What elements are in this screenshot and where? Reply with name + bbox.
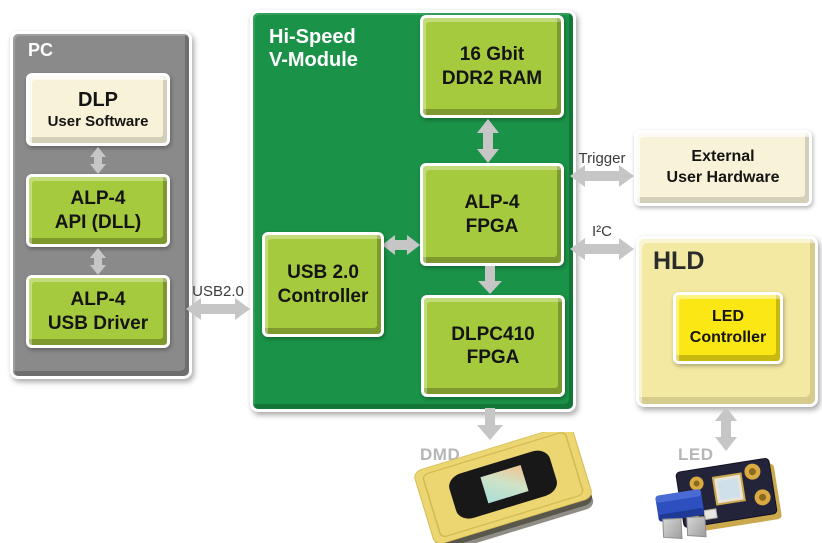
usb-controller-line1: USB 2.0: [287, 262, 359, 284]
alp4-api-box: ALP-4 API (DLL): [26, 174, 170, 247]
led-module-image: [655, 458, 782, 539]
alp4-usb-driver-line1: ALP-4: [70, 289, 126, 311]
alp4-api-line2: API (DLL): [54, 211, 142, 233]
alp4-usb-driver-box: ALP-4 USB Driver: [26, 275, 170, 348]
alp4-fpga-box: ALP-4 FPGA: [420, 163, 564, 266]
i2c-link-arrow-icon: [570, 238, 634, 260]
led-controller-line2: Controller: [689, 329, 767, 346]
alp4-api-line1: ALP-4: [70, 188, 126, 210]
arrow-api-driver-icon: [90, 248, 106, 275]
led-label: LED: [678, 445, 714, 464]
external-user-hardware-line1: External: [691, 148, 755, 166]
led-controller-box: LED Controller: [673, 292, 783, 364]
dlp-user-software-box: DLP User Software: [26, 73, 170, 146]
hld-panel: HLD LED Controller: [636, 236, 818, 407]
dlpc410-fpga-box: DLPC410 FPGA: [421, 295, 565, 397]
dlpc410-fpga-line2: FPGA: [466, 347, 520, 368]
ddr2-ram-line2: DDR2 RAM: [441, 67, 543, 89]
trigger-link-arrow-icon: [570, 165, 634, 187]
arrow-module-dmd-icon: [477, 408, 503, 440]
pc-panel: PC DLP User Software ALP-4 API (DLL) ALP…: [10, 31, 192, 379]
arrow-ram-fpga-icon: [477, 119, 499, 163]
alp4-usb-driver-line2: USB Driver: [47, 312, 149, 334]
arrow-dlp-api-icon: [90, 147, 106, 174]
trigger-link-label: Trigger: [578, 150, 626, 167]
external-user-hardware-line2: User Hardware: [666, 169, 780, 186]
ddr2-ram-line1: 16 Gbit: [459, 44, 525, 66]
hld-panel-title: HLD: [653, 247, 705, 275]
vmodule-title-line2: V-Module: [269, 49, 358, 71]
external-user-hardware-box: External User Hardware: [634, 130, 812, 206]
dlp-user-software-line2: User Software: [47, 112, 149, 130]
dmd-chip-image: [414, 432, 594, 543]
dlpc410-fpga-line1: DLPC410: [451, 323, 535, 345]
usb-link-arrow-icon: [186, 298, 250, 320]
usb-link-label: USB2.0: [192, 283, 244, 300]
arrow-hld-led-icon: [715, 407, 737, 451]
pc-panel-title: PC: [28, 40, 54, 60]
i2c-link-label: I²C: [592, 223, 612, 240]
led-controller-line1: LED: [712, 308, 744, 326]
alp4-fpga-line2: FPGA: [465, 215, 519, 237]
arrow-fpga-dlpc-icon: [478, 266, 502, 294]
vmodule-title-line1: Hi-Speed: [269, 26, 356, 48]
dmd-label: DMD: [420, 445, 461, 464]
arrow-usbctl-fpga-icon: [382, 235, 420, 255]
dlp-user-software-line1: DLP: [78, 89, 118, 112]
usb-controller-box: USB 2.0 Controller: [262, 232, 384, 337]
ddr2-ram-box: 16 Gbit DDR2 RAM: [420, 15, 564, 118]
alp4-fpga-line1: ALP-4: [464, 192, 520, 214]
usb-controller-line2: Controller: [277, 285, 369, 307]
